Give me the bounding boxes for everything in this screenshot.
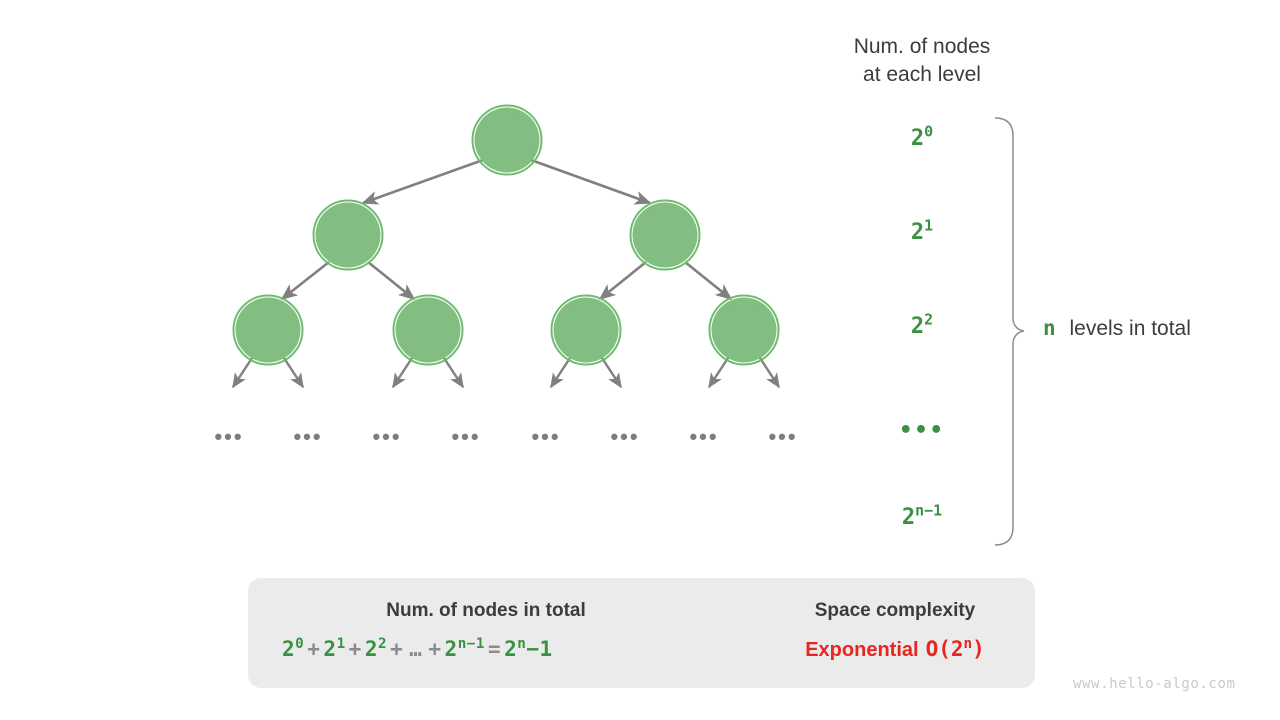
- levels-count-n: n: [1043, 316, 1056, 340]
- edge-l1b-to-l2c: [598, 260, 647, 301]
- level-label-1-exponent: 1: [924, 216, 934, 235]
- level-label-1: 21: [910, 216, 934, 245]
- levels-in-total-label: n levels in total: [1043, 316, 1191, 341]
- levels-brace: [994, 117, 1025, 546]
- edge-root-to-right: [530, 158, 652, 205]
- formula-ellipsis: …: [409, 637, 423, 661]
- watermark: www.hello-algo.com: [1073, 676, 1236, 692]
- leaf-ellipsis-1: •••: [214, 424, 244, 449]
- edge-root-to-left: [361, 158, 484, 205]
- complexity-word: Exponential: [805, 639, 919, 661]
- edge-leaf-stub-5: [549, 357, 572, 389]
- tree-edges-level-1: [280, 260, 733, 301]
- level-label-2: 22: [910, 310, 934, 339]
- edge-leaf-stub-3: [391, 357, 414, 389]
- level-label-2-exponent: 2: [924, 310, 934, 329]
- level-label-0: 20: [910, 122, 934, 151]
- edge-l1a-to-l2a: [280, 260, 330, 301]
- leaf-ellipsis-3: •••: [372, 424, 402, 449]
- edge-leaf-stub-8: [758, 357, 781, 389]
- tree-node-level2-1: [392, 294, 464, 366]
- formula-plus-2: +: [390, 637, 404, 661]
- formula-plus-1: +: [348, 637, 362, 661]
- formula-plus-3: +: [428, 637, 442, 661]
- edge-leaf-stub-4: [442, 357, 465, 389]
- formula-term-n: 2n−1: [444, 636, 485, 661]
- tree-node-level0-0: [471, 104, 543, 176]
- formula-plus-0: +: [307, 637, 321, 661]
- formula-equals: =: [487, 637, 502, 661]
- summary-panel: [248, 578, 1035, 688]
- leaf-ellipsis-2: •••: [293, 424, 323, 449]
- formula-term-1: 21: [323, 636, 346, 661]
- tree-nodes: [232, 104, 780, 366]
- leaf-ellipsis-8: •••: [768, 424, 798, 449]
- nodes-per-level-caption: Num. of nodes at each level: [853, 35, 991, 86]
- leaf-ellipsis-6: •••: [610, 424, 640, 449]
- formula-result: 2n−1: [504, 636, 553, 661]
- space-complexity-value: Exponential O(2n): [770, 637, 1020, 662]
- tree-edges-level-2: [231, 357, 781, 389]
- leaf-ellipsis-5: •••: [531, 424, 561, 449]
- edge-l1b-to-l2d: [684, 260, 733, 301]
- edge-l1a-to-l2b: [367, 260, 416, 301]
- leaf-ellipsis-4: •••: [451, 424, 481, 449]
- total-nodes-formula: 20+21+22+…+2n−1=2n−1: [282, 637, 682, 661]
- level-label-n-minus-1-exponent: n−1: [915, 501, 943, 520]
- formula-term-0: 20: [282, 636, 305, 661]
- complexity-notation: O(2n): [925, 636, 985, 661]
- level-label-0-exponent: 0: [924, 122, 934, 141]
- leaf-ellipsis-7: •••: [689, 424, 719, 449]
- formula-term-2: 22: [364, 636, 388, 661]
- tree-node-level1-1: [629, 199, 701, 271]
- level-label-n-minus-1: 2n−1: [901, 501, 943, 530]
- levels-in-total-text: levels in total: [1069, 317, 1191, 340]
- tree-node-level2-0: [232, 294, 304, 366]
- edge-leaf-stub-1: [231, 357, 254, 389]
- tree-node-level1-0: [312, 199, 384, 271]
- edge-leaf-stub-7: [707, 357, 730, 389]
- level-label-ellipsis: •••: [899, 418, 945, 443]
- tree-node-level2-3: [708, 294, 780, 366]
- tree-node-level2-2: [550, 294, 622, 366]
- edge-leaf-stub-2: [282, 357, 305, 389]
- tree-edges-level-0: [361, 158, 652, 205]
- edge-leaf-stub-6: [600, 357, 623, 389]
- space-complexity-title: Space complexity: [814, 600, 976, 621]
- total-nodes-title: Num. of nodes in total: [386, 600, 586, 621]
